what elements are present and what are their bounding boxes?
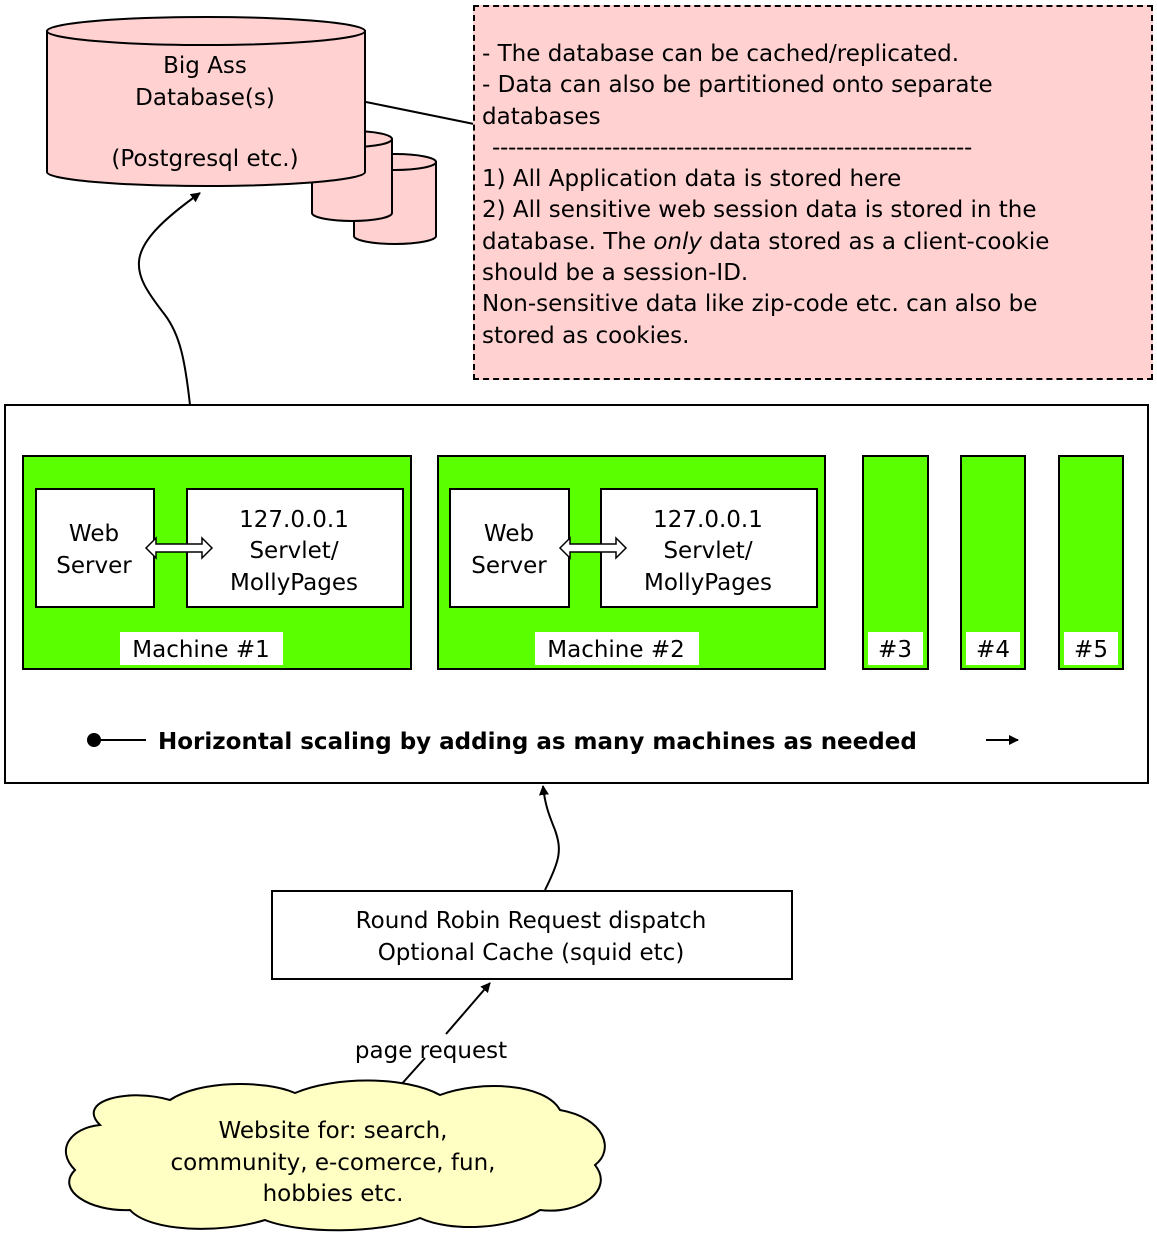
database-title-line1: Big Ass [163, 53, 247, 79]
servlet-label-line1: 127.0.0.1 [653, 507, 763, 533]
dispatcher-line1: Round Robin Request dispatch [356, 908, 707, 934]
note-emphasis: only [653, 228, 702, 255]
machine-label: #4 [976, 637, 1010, 663]
machine-5: #5 [1058, 455, 1124, 670]
web-server-box [449, 488, 570, 608]
servlet-box [600, 488, 818, 608]
dispatcher-line2: Optional Cache (squid etc) [378, 940, 685, 966]
scaling-label: Horizontal scaling by adding as many mac… [158, 729, 917, 755]
website-line1: Website for: search, [219, 1118, 448, 1144]
website-line2: community, e-comerce, fun, [171, 1150, 496, 1176]
database-note-connector [365, 101, 475, 125]
website-line3: hobbies etc. [263, 1181, 404, 1207]
notes-text: - The database can be cached/replicated.… [482, 39, 1146, 352]
note-span: database. The [482, 228, 654, 255]
machine-label: Machine #1 [132, 637, 270, 663]
database-subtitle: (Postgresql etc.) [111, 146, 298, 172]
web-server-label-line2: Server [471, 553, 547, 579]
machine-label: #5 [1074, 637, 1108, 663]
servlet-box [186, 488, 404, 608]
machine-4: #4 [960, 455, 1026, 670]
note-line: databases [482, 103, 601, 130]
dot-icon [87, 733, 101, 747]
servlet-label-line2: Servlet/ [663, 538, 752, 564]
database-notes-box: - The database can be cached/replicated.… [473, 5, 1153, 380]
web-server-label-line1: Web [69, 521, 119, 547]
dispatcher-to-cluster-arrow [538, 785, 560, 891]
dispatcher-box: Round Robin Request dispatch Optional Ca… [271, 890, 793, 980]
bidirectional-arrow-icon [558, 536, 628, 560]
web-server-label-line2: Server [56, 553, 132, 579]
machine-label: #3 [878, 637, 912, 663]
note-line: should be a session-ID. [482, 260, 749, 287]
servlet-label-line3: MollyPages [644, 570, 772, 596]
servlet-label-line1: 127.0.0.1 [239, 507, 349, 533]
database-title-line2: Database(s) [135, 85, 275, 111]
note-line: database. The only data stored as a clie… [482, 227, 1146, 258]
note-line: stored as cookies. [482, 322, 690, 349]
servlet-label-line3: MollyPages [230, 570, 358, 596]
machine-label-background [120, 632, 283, 665]
note-line: Non-sensitive data like zip-code etc. ca… [482, 291, 1038, 318]
note-line: - Data can also be partitioned onto sepa… [482, 72, 993, 99]
cluster-to-database-arrow [137, 192, 201, 406]
servlet-label-line2: Servlet/ [249, 538, 338, 564]
note-span: data stored as a client-cookie [702, 228, 1050, 255]
web-server-box [35, 488, 155, 608]
bidirectional-arrow-icon [144, 536, 214, 560]
main-database-cylinder: Big Ass Database(s) (Postgresql etc.) [46, 16, 366, 187]
note-line: - The database can be cached/replicated. [482, 41, 960, 67]
note-line: 1) All Application data is stored here [482, 166, 902, 193]
note-line: 2) All sensitive web session data is sto… [482, 197, 1037, 224]
machine-2: Web Server 127.0.0.1 Servlet/ MollyPages… [437, 455, 826, 670]
website-cloud: Website for: search, community, e-comerc… [64, 1079, 606, 1232]
horizontal-scaling-indicator: Horizontal scaling by adding as many mac… [87, 729, 1019, 755]
machine-label-background [535, 632, 699, 665]
web-server-label-line1: Web [484, 521, 534, 547]
machine-1: Web Server 127.0.0.1 Servlet/ MollyPages… [22, 455, 412, 670]
page-request-label: page request [355, 1038, 507, 1064]
request-arrow-head [445, 982, 491, 1035]
machine-3: #3 [862, 455, 929, 670]
note-separator: ----------------------------------------… [492, 134, 972, 161]
machine-label: Machine #2 [547, 637, 685, 663]
